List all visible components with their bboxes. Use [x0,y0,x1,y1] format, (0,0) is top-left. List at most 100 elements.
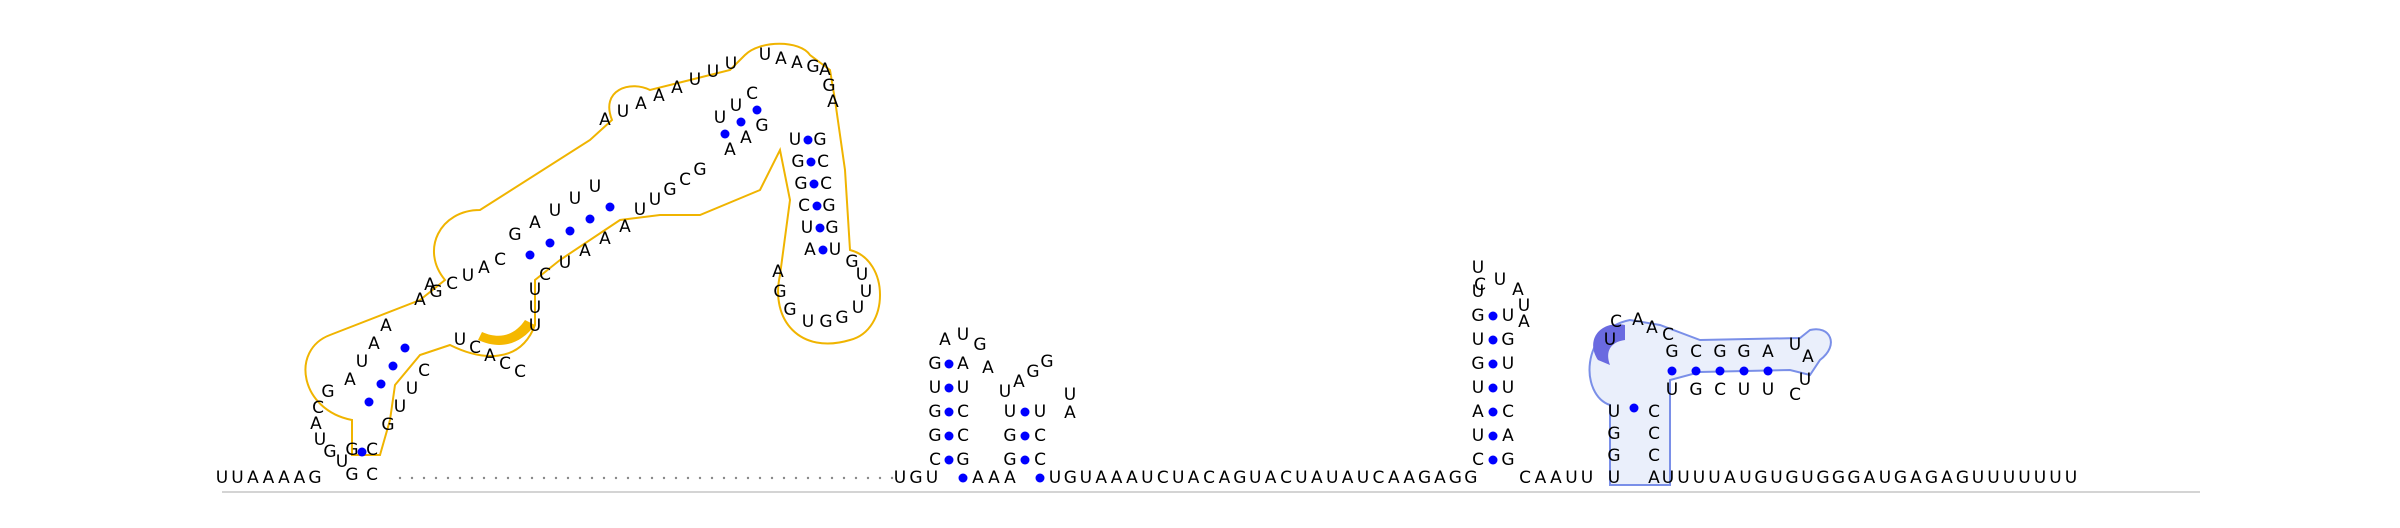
strand-nucleotide: A [1095,468,1107,488]
domain1-nucleotide: U [394,397,406,417]
domain1-nucleotide: U [529,280,541,300]
strand-nucleotide: C [1280,468,1292,488]
domain2-nucleotide: A [1648,468,1660,488]
domain1-loop-nucleotide: G [783,300,796,320]
base-pair-dot [944,359,954,369]
trailing-tail-nucleotide: U [1739,468,1751,488]
trailing-tail-nucleotide: U [2003,468,2015,488]
trailing-tail-nucleotide: G [1832,468,1845,488]
base-pair-dot [565,226,575,236]
trailing-tail-nucleotide: U [2034,468,2046,488]
domain1-loop-nucleotide: U [634,200,646,220]
strand-nucleotide: C [1372,468,1384,488]
domain2-nucleotide: A [1802,347,1814,367]
domain2-nucleotide: U [1789,335,1801,355]
base-pair-dot [1488,407,1498,417]
domain1-loop-nucleotide: G [429,282,442,302]
hairpin-c-nucleotide: G [1003,450,1016,470]
domain1-nucleotide: C [820,174,832,194]
trailing-tail-nucleotide: G [1847,468,1860,488]
gap-dot [602,476,606,480]
hairpin-b-nucleotide: U [957,378,969,398]
base-pair-dot [364,397,374,407]
domain1-loop-nucleotide: A [310,414,322,434]
domain1-nucleotide: G [508,225,521,245]
gap-dot [542,476,546,480]
base-pair-dot [736,117,746,127]
hairpin-e-nucleotide: U [1472,426,1484,446]
trailing-tail-nucleotide: U [1693,468,1705,488]
base-pair-dot [1739,366,1749,376]
leading-tail-nucleotide: U [216,468,228,488]
base-pair-dot [720,129,730,139]
hairpin-b-nucleotide: G [928,426,941,446]
domain1-loop-nucleotide: C [446,274,458,294]
hairpin-e-nucleotide: C [1474,275,1486,295]
hairpin-b-nucleotide: A [939,330,951,350]
domain2-nucleotide: C [1690,342,1702,362]
domain1-nucleotide: G [381,415,394,435]
domain1-loop-nucleotide: A [478,258,490,278]
gap-dot [410,476,414,480]
domain1-highlight [478,320,535,345]
domain2-nucleotide: A [1762,342,1774,362]
gap-dot [854,476,858,480]
domain1-loop-nucleotide: G [323,442,336,462]
domain2-nucleotide: C [1789,385,1801,405]
base-pair-dot [1020,431,1030,441]
trailing-tail-nucleotide: A [1724,468,1736,488]
domain1-nucleotide: A [599,229,611,249]
domain1-nucleotide: U [730,96,742,116]
trailing-tail-nucleotide: U [1972,468,1984,488]
strand-nucleotide: G [1449,468,1462,488]
base-pair-dot [815,223,825,233]
domain1-nucleotide: U [569,189,581,209]
domain2-nucleotide: G [1607,446,1620,466]
domain1-nucleotide: G [794,174,807,194]
strand-nucleotide: A [1265,468,1277,488]
strand-nucleotide: U [1326,468,1338,488]
base-pair-dot [944,431,954,441]
hairpin-e-nucleotide: C [1502,402,1514,422]
domain1-nucleotide: C [746,84,758,104]
base-pair-dot [944,455,954,465]
strand-nucleotide: G [1418,468,1431,488]
strand-nucleotide: A [1388,468,1400,488]
domain1-loop-nucleotide: A [635,94,647,114]
domain2-nucleotide: C [1714,380,1726,400]
base-pair-dot [1488,359,1498,369]
leading-tail-nucleotide: U [231,468,243,488]
domain1-loop-nucleotide: U [802,312,814,332]
hairpin-e-nucleotide: U [1502,306,1514,326]
domain1-nucleotide: C [366,440,378,460]
trailing-tail-nucleotide: U [1801,468,1813,488]
domain1-loop-nucleotide: U [707,62,719,82]
gap-dot [866,476,870,480]
trailing-tail-nucleotide: U [2065,468,2077,488]
domain1-nucleotide: C [418,361,430,381]
base-pair-dot [1629,403,1639,413]
domain1-loop-nucleotide: G [321,382,334,402]
trailing-tail-nucleotide: U [1987,468,1999,488]
leading-tail-nucleotide: A [247,468,259,488]
trailing-tail-nucleotide: U [1677,468,1689,488]
base-pair-dot [809,179,819,189]
base-pairs [357,105,1773,483]
trailing-tail-nucleotide: A [1910,468,1922,488]
base-pair-dot [1488,455,1498,465]
strand-nucleotide: U [1141,468,1153,488]
gap-dot [506,476,510,480]
gap-dot [818,476,822,480]
domain1-nucleotide: U [529,316,541,336]
trailing-tail-nucleotide: U [1770,468,1782,488]
domain1-loop-nucleotide: G [819,312,832,332]
leading-tail-nucleotide: A [278,468,290,488]
domain1-nucleotide: G [825,218,838,238]
domain1-nucleotide: G [822,196,835,216]
gap-dot [626,476,630,480]
hairpin-e-nucleotide: G [1501,330,1514,350]
domain1-nucleotide: A [529,213,541,233]
gap-dot [746,476,750,480]
domain1-loop-nucleotide: C [494,250,506,270]
